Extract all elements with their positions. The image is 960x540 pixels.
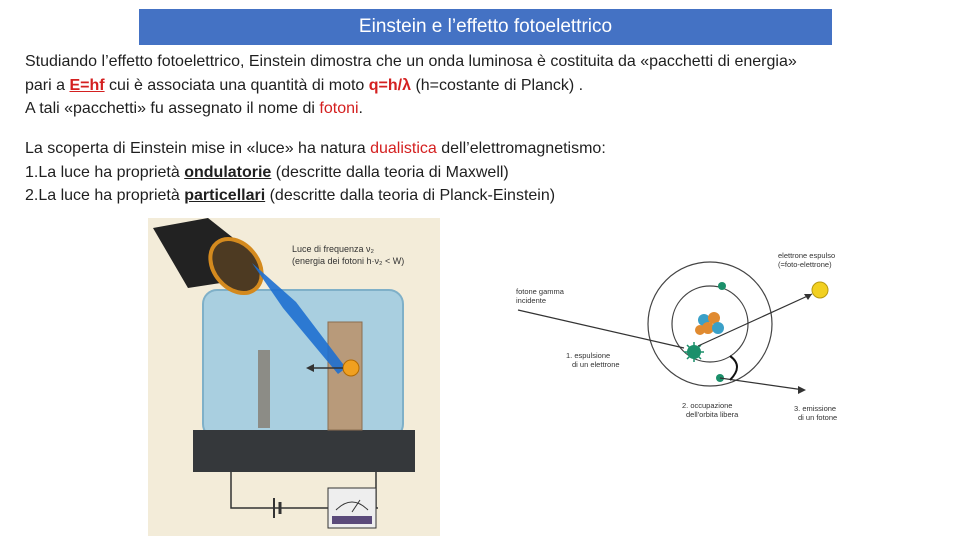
nucleus-icon bbox=[695, 312, 724, 335]
para1-line3-prefix: A tali «pacchetti» fu assegnato il nome … bbox=[25, 100, 320, 117]
para1-line2-suffix: (h=costante di Planck) . bbox=[411, 76, 584, 94]
fotoni-term: fotoni bbox=[319, 100, 359, 117]
electron-arrow-head bbox=[306, 364, 314, 372]
battery-icon bbox=[273, 498, 282, 518]
label-step3-2: di un fotone bbox=[798, 413, 837, 422]
para2-line1-suffix: dell’elettromagnetismo: bbox=[436, 140, 606, 157]
atom-emission-figure: fotone gamma incidente elettrone espulso… bbox=[516, 251, 837, 422]
emission-arrow-head bbox=[798, 386, 806, 394]
free-electron-icon bbox=[811, 281, 829, 299]
slide-title: Einstein e l’effetto fotoelettrico bbox=[139, 9, 832, 45]
light-frequency-label: Luce di frequenza ν₂ bbox=[292, 244, 375, 254]
para1-line3: A tali «pacchetti» fu assegnato il nome … bbox=[25, 97, 945, 121]
para1-line3-suffix: . bbox=[358, 100, 363, 117]
electron-ejected-icon bbox=[684, 342, 704, 362]
cathode-plate bbox=[327, 321, 363, 431]
para1-line2-middle: cui è associata una quantità di moto bbox=[104, 76, 369, 94]
para2-line2: 1.La luce ha proprietà ondulatorie (desc… bbox=[25, 161, 945, 185]
label-step3-1: 3. emissione bbox=[794, 404, 836, 413]
photoelectric-apparatus-figure: Luce di frequenza ν₂ (energia dei fotoni… bbox=[148, 218, 440, 536]
label-step1-2: di un elettrone bbox=[572, 360, 620, 369]
circuit-wire bbox=[230, 472, 328, 509]
dualistica-term: dualistica bbox=[370, 140, 437, 157]
photon-energy-label: (energia dei fotoni h·ν₂ < W) bbox=[292, 256, 404, 266]
para2-line2-prefix: 1.La luce ha proprietà bbox=[25, 163, 185, 181]
inner-orbit bbox=[671, 285, 749, 363]
para2-line1-prefix: La scoperta di Einstein mise in «luce» h… bbox=[25, 140, 371, 157]
para2-line3-prefix: 2.La luce ha proprietà bbox=[25, 187, 185, 204]
emission-arrow bbox=[719, 377, 805, 391]
label-electron-1: elettrone espulso bbox=[778, 251, 835, 260]
electron-icon bbox=[342, 359, 360, 377]
orbit-electron-top bbox=[718, 282, 726, 290]
para2-line3: 2.La luce ha proprietà particellari (des… bbox=[25, 184, 945, 208]
ejection-arrow-head bbox=[804, 294, 812, 300]
ammeter-icon bbox=[327, 487, 377, 529]
label-step2-2: dell'orbita libera bbox=[686, 410, 739, 419]
tube-base bbox=[193, 430, 415, 472]
transition-arrow bbox=[729, 355, 738, 381]
energy-formula: E=hf bbox=[69, 76, 105, 94]
paragraph-duality: La scoperta di Einstein mise in «luce» h… bbox=[25, 137, 945, 208]
label-step2-1: 2. occupazione bbox=[682, 401, 732, 410]
incident-photon-arrow bbox=[517, 309, 685, 349]
anode-electrode bbox=[258, 350, 270, 428]
momentum-formula: q=h/λ bbox=[368, 76, 411, 94]
light-beam bbox=[252, 263, 346, 374]
outer-orbit bbox=[647, 261, 773, 387]
para1-line1: Studiando l’effetto fotoelettrico, Einst… bbox=[25, 53, 797, 70]
para1-line2-prefix: pari a bbox=[25, 76, 70, 94]
para1-line2: pari a E=hf cui è associata una quantità… bbox=[25, 74, 945, 98]
light-source-icon bbox=[153, 218, 264, 295]
ejection-arrow bbox=[697, 293, 813, 347]
paragraph-photon-definition: Studiando l’effetto fotoelettrico, Einst… bbox=[25, 50, 945, 121]
label-incident-photon-2: incidente bbox=[516, 296, 546, 305]
para2-line3-suffix: (descritte dalla teoria di Planck-Einste… bbox=[265, 187, 556, 204]
label-incident-photon-1: fotone gamma bbox=[516, 287, 565, 296]
para2-line2-suffix: (descritte dalla teoria di Maxwell) bbox=[271, 163, 509, 181]
ondulatorie-term: ondulatorie bbox=[184, 163, 272, 181]
label-electron-2: (=foto-elettrone) bbox=[778, 260, 832, 269]
particellari-term: particellari bbox=[184, 187, 266, 204]
para2-line1: La scoperta di Einstein mise in «luce» h… bbox=[25, 137, 945, 161]
label-step1-1: 1. espulsione bbox=[566, 351, 610, 360]
